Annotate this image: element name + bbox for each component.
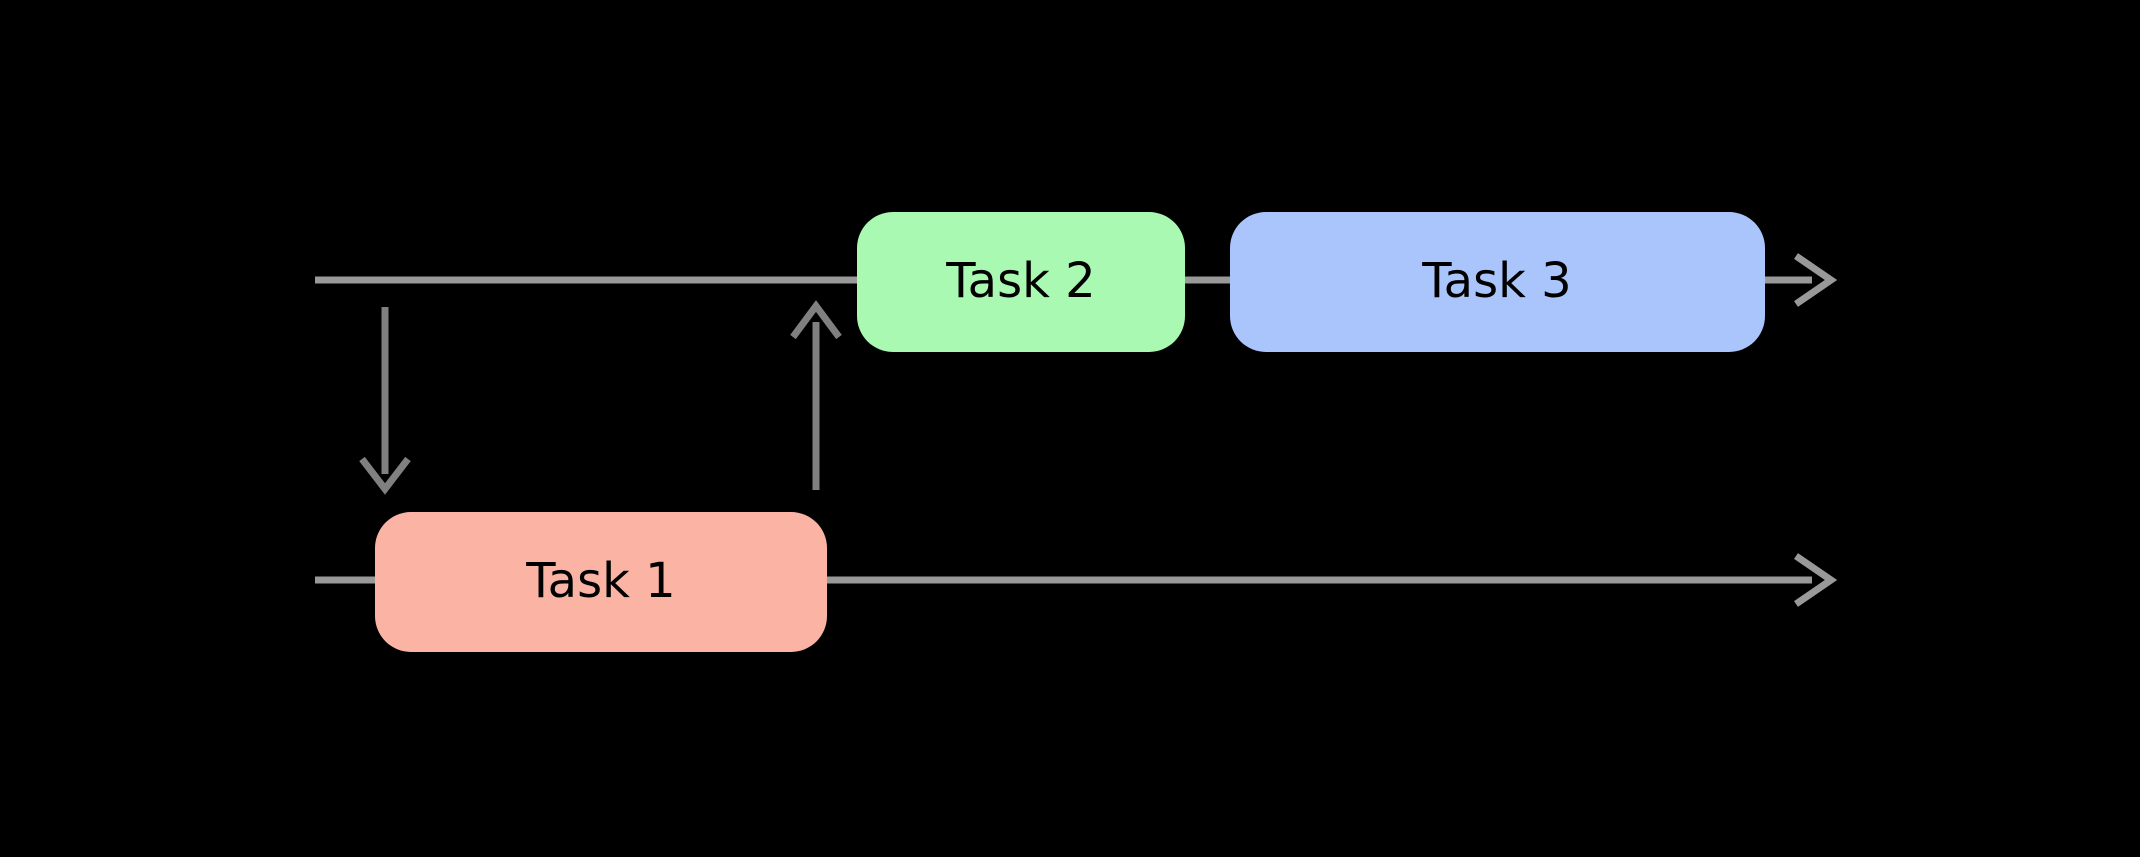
- fork-down-arrowhead: [359, 456, 411, 495]
- node-task-3-label: Task 3: [1421, 253, 1571, 309]
- bottom-lane-exit-arrowhead: [1794, 553, 1838, 607]
- node-task-2[interactable]: Task 2: [857, 212, 1185, 352]
- node-task-1-shape[interactable]: [375, 512, 827, 652]
- node-task-2-shape[interactable]: [857, 212, 1185, 352]
- node-task-1-label: Task 1: [525, 553, 675, 609]
- node-task-3-shape[interactable]: [1230, 212, 1765, 352]
- node-task-3[interactable]: Task 3: [1230, 212, 1765, 352]
- node-layer: Task 2 Task 3 Task 1: [375, 212, 1765, 652]
- node-task-1[interactable]: Task 1: [375, 512, 827, 652]
- connector-layer: [315, 253, 1838, 607]
- join-up-arrowhead: [790, 300, 842, 340]
- top-lane-exit-arrowhead: [1794, 253, 1838, 307]
- node-task-2-label: Task 2: [945, 253, 1095, 309]
